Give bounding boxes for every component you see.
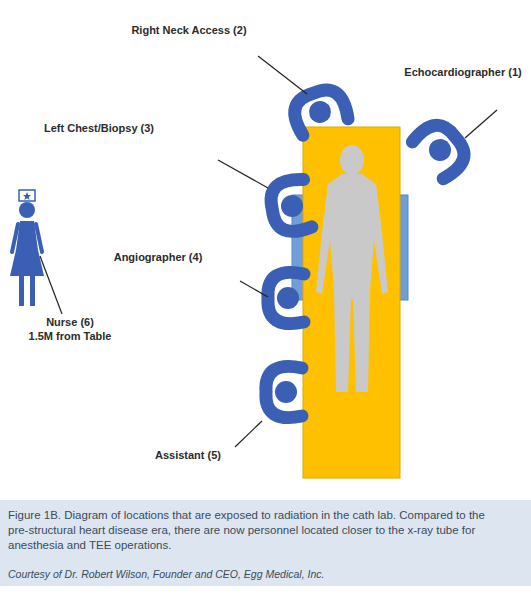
- patient-body: [316, 174, 388, 392]
- leader-line: [218, 160, 268, 188]
- nurse-figure: [10, 190, 44, 306]
- callout-label: Angiographer (4): [114, 251, 203, 263]
- staff-figure: [289, 84, 349, 135]
- nurse-arm: [12, 224, 18, 252]
- cap-star: [23, 192, 31, 200]
- callout-label: Right Neck Access (2): [131, 24, 246, 36]
- nurse-dress: [10, 221, 44, 276]
- leader-line: [240, 281, 268, 297]
- nurse-arm: [36, 224, 42, 252]
- caption-panel: [0, 500, 531, 586]
- leader-line: [465, 110, 497, 138]
- staff-shoulders: [268, 272, 304, 323]
- staff-head: [306, 98, 334, 126]
- callout-label: Echocardiographer (1): [404, 66, 521, 78]
- leader-line: [40, 256, 62, 314]
- staff-head: [275, 381, 297, 403]
- leader-lines: [40, 56, 497, 447]
- callout-label: Assistant (5): [155, 449, 221, 461]
- callout-label: Left Chest/Biopsy (3): [44, 122, 154, 134]
- leader-line: [258, 56, 307, 94]
- staff-shoulders: [411, 117, 472, 179]
- nurse-leg: [30, 276, 35, 306]
- credit-line: Courtesy of Dr. Robert Wilson, Founder a…: [8, 568, 324, 580]
- cath-table: [303, 127, 400, 478]
- staff-shoulders: [268, 178, 312, 235]
- callout-label: Nurse (6): [46, 316, 94, 328]
- leader-line: [235, 421, 262, 447]
- staff-figure: [268, 178, 312, 235]
- patient-head: [340, 145, 364, 175]
- staff-figure: [266, 366, 302, 417]
- staff-figure: [411, 117, 472, 179]
- nurse-cap: [19, 190, 35, 201]
- distance-note: 1.5M from Table: [29, 330, 112, 342]
- nurse-leg: [19, 276, 24, 306]
- staff-shoulders: [289, 84, 349, 135]
- nurse-head: [19, 202, 35, 218]
- staff-head: [277, 287, 299, 309]
- figure-caption: Figure 1B. Diagram of locations that are…: [8, 508, 498, 553]
- staff-head: [279, 193, 304, 218]
- staff-figure: [268, 272, 304, 323]
- staff-shoulders: [266, 366, 302, 417]
